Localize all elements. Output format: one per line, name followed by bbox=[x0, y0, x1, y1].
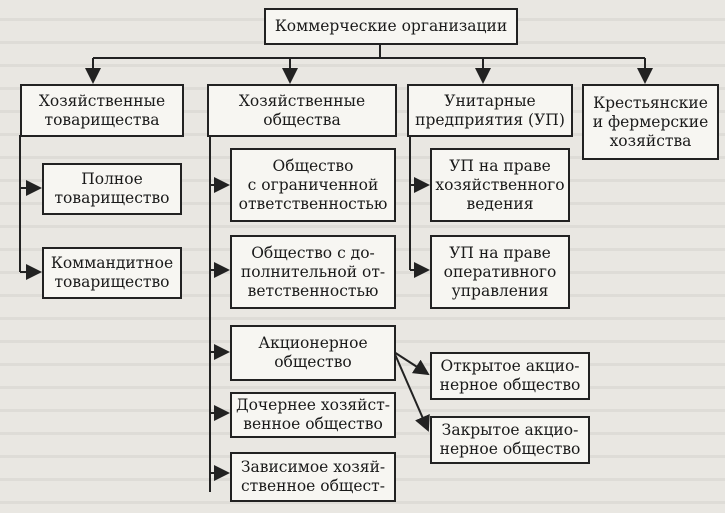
farms-box: Крестьянские и фермерские хозяйства bbox=[582, 84, 719, 160]
companies-header: Хозяйственные общества bbox=[207, 84, 397, 137]
unitary-operative-box: УП на праве оперативного управления bbox=[430, 235, 570, 309]
closed-jsc-box: Закрытое акцио- нерное общество bbox=[430, 416, 590, 464]
full-partnership-box: Полное товарищество bbox=[42, 163, 182, 215]
alc-box: Общество с до- полнительной от- ветствен… bbox=[230, 235, 396, 309]
llc-box: Общество с ограниченной ответственностью bbox=[230, 148, 396, 222]
joint-stock-company-box: Акционерное общество bbox=[230, 325, 396, 381]
dependent-company-box: Зависимое хозяй- ственное общест- bbox=[230, 452, 396, 502]
limited-partnership-box: Коммандитное товарищество bbox=[42, 247, 182, 299]
partnerships-header: Хозяйственные товарищества bbox=[20, 84, 184, 137]
unitary-header: Унитарные предприятия (УП) bbox=[407, 84, 573, 137]
unitary-economic-box: УП на праве хозяйственного ведения bbox=[430, 148, 570, 222]
subsidiary-company-box: Дочернее хозяйст- венное общество bbox=[230, 392, 396, 438]
open-jsc-box: Открытое акцио- нерное общество bbox=[430, 352, 590, 400]
root-box: Коммерческие организации bbox=[264, 8, 518, 45]
